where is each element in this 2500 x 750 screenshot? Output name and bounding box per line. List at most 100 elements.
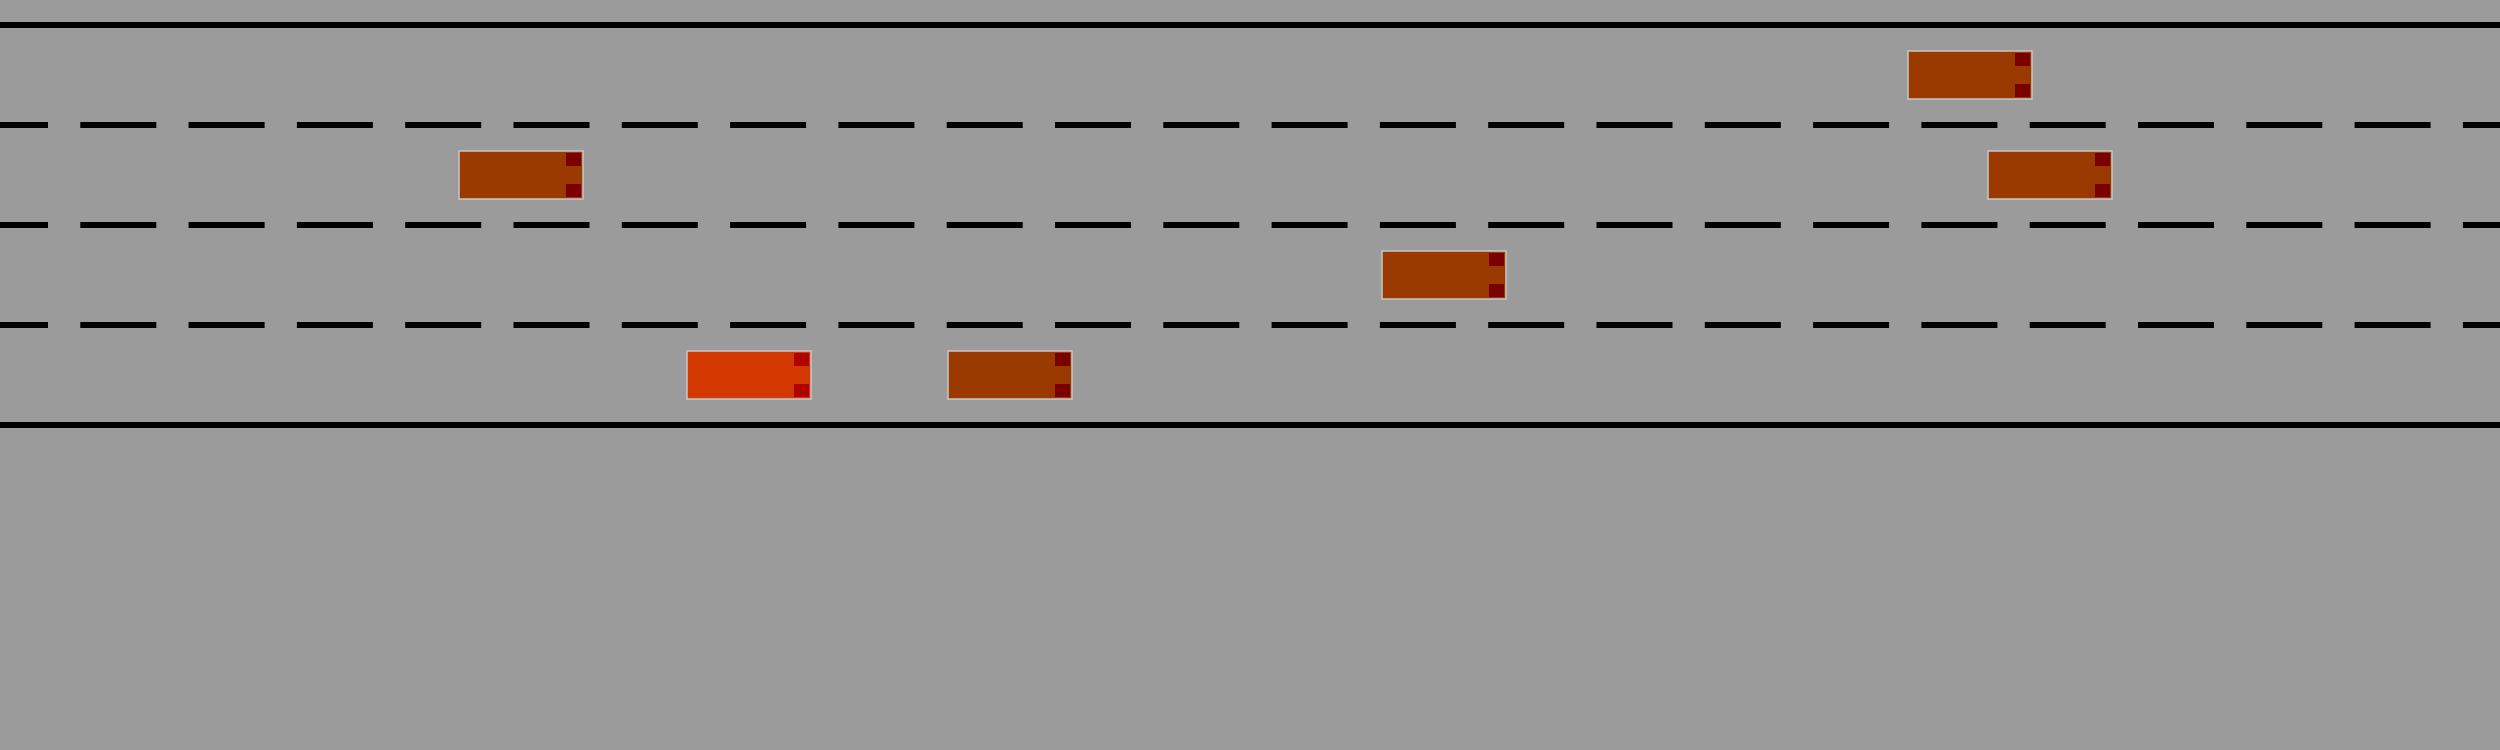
lane-dash xyxy=(2029,322,2106,328)
lane-dash xyxy=(1163,322,1240,328)
car-body xyxy=(1381,250,1507,300)
car-body xyxy=(686,350,812,400)
lane-dash xyxy=(513,222,590,228)
lane-dash xyxy=(1055,322,1131,328)
lane-dash xyxy=(2246,322,2323,328)
lane-dash xyxy=(838,122,915,128)
traffic-car-car-lane2-right xyxy=(1987,150,2113,200)
lane-dash xyxy=(946,222,1023,228)
lane-dash xyxy=(2138,122,2214,128)
headlight-top xyxy=(2095,153,2110,166)
headlight-bottom xyxy=(1055,384,1070,397)
lane-dash xyxy=(2029,222,2106,228)
car-body xyxy=(458,150,584,200)
lane-divider-1 xyxy=(0,122,2500,128)
lane-dash xyxy=(513,122,590,128)
lane-dash xyxy=(80,322,157,328)
lane-dash xyxy=(1271,222,1348,228)
lane-dash xyxy=(0,122,48,128)
lane-dash xyxy=(1379,322,1456,328)
lane-dash xyxy=(730,122,807,128)
lane-dash xyxy=(1488,222,1565,228)
headlight-top xyxy=(566,153,581,166)
lane-dash xyxy=(1596,122,1673,128)
lane-dash xyxy=(1379,122,1456,128)
lane-dash xyxy=(80,122,157,128)
lane-dash xyxy=(188,322,265,328)
lane-dash xyxy=(838,222,915,228)
lane-dash xyxy=(1813,122,1890,128)
lane-dash xyxy=(1488,122,1565,128)
lane-dash xyxy=(1163,222,1240,228)
ego-car-ego xyxy=(686,350,812,400)
lane-dash xyxy=(1055,222,1131,228)
lane-dash xyxy=(80,222,157,228)
lane-dash xyxy=(1271,322,1348,328)
lane-dash xyxy=(405,222,482,228)
traffic-car-car-lane1 xyxy=(1907,50,2033,100)
lane-dash xyxy=(1596,222,1673,228)
lane-dash xyxy=(730,322,807,328)
lane-dash xyxy=(2246,122,2323,128)
lane-dash xyxy=(513,322,590,328)
car-body xyxy=(947,350,1073,400)
traffic-car-car-lane2-left xyxy=(458,150,584,200)
lane-divider-2 xyxy=(0,222,2500,228)
headlight-top xyxy=(1489,253,1504,266)
lane-dash xyxy=(946,322,1023,328)
lane-dash xyxy=(296,122,373,128)
vehicles xyxy=(458,50,2113,400)
lane-dash xyxy=(1488,322,1565,328)
lane-dash xyxy=(2354,222,2431,228)
lane-dash xyxy=(405,322,482,328)
car-body xyxy=(1987,150,2113,200)
lane-dash xyxy=(2462,222,2500,228)
lane-dash xyxy=(0,222,48,228)
lane-dash xyxy=(1921,222,1998,228)
lane-dash xyxy=(188,122,265,128)
headlight-bottom xyxy=(2015,84,2030,97)
lane-dash xyxy=(1813,322,1890,328)
lane-dash xyxy=(1055,122,1131,128)
traffic-car-car-lane3 xyxy=(1381,250,1507,300)
traffic-car-car-lane4-right xyxy=(947,350,1073,400)
lane-dash xyxy=(296,222,373,228)
lane-dash xyxy=(2138,322,2214,328)
lane-dash xyxy=(1921,322,1998,328)
lane-dash xyxy=(838,322,915,328)
lane-dash xyxy=(2246,222,2323,228)
lane-dash xyxy=(2462,322,2500,328)
road-edge-top xyxy=(0,22,2500,28)
lane-dash xyxy=(2029,122,2106,128)
lane-dash xyxy=(2462,122,2500,128)
lane-dash xyxy=(730,222,807,228)
lane-dash xyxy=(1704,122,1781,128)
lane-dash xyxy=(1704,322,1781,328)
lane-dash xyxy=(946,122,1023,128)
lane-dash xyxy=(621,322,698,328)
lane-dash xyxy=(1813,222,1890,228)
lane-dash xyxy=(621,122,698,128)
lane-dash xyxy=(296,322,373,328)
lane-dash xyxy=(405,122,482,128)
lane-dash xyxy=(1921,122,1998,128)
lane-dash xyxy=(621,222,698,228)
lane-dash xyxy=(2138,222,2214,228)
car-body xyxy=(1907,50,2033,100)
lane-dash xyxy=(2354,122,2431,128)
lane-markings xyxy=(0,22,2500,428)
lane-dash xyxy=(1163,122,1240,128)
headlight-top xyxy=(1055,353,1070,366)
lane-dash xyxy=(1271,122,1348,128)
lane-dash xyxy=(2354,322,2431,328)
lane-dash xyxy=(188,222,265,228)
lane-dash xyxy=(1704,222,1781,228)
headlight-top xyxy=(2015,53,2030,66)
lane-dash xyxy=(1596,322,1673,328)
lane-dash xyxy=(0,322,48,328)
headlight-bottom xyxy=(2095,184,2110,197)
road-edge-bottom xyxy=(0,422,2500,428)
headlight-bottom xyxy=(1489,284,1504,297)
